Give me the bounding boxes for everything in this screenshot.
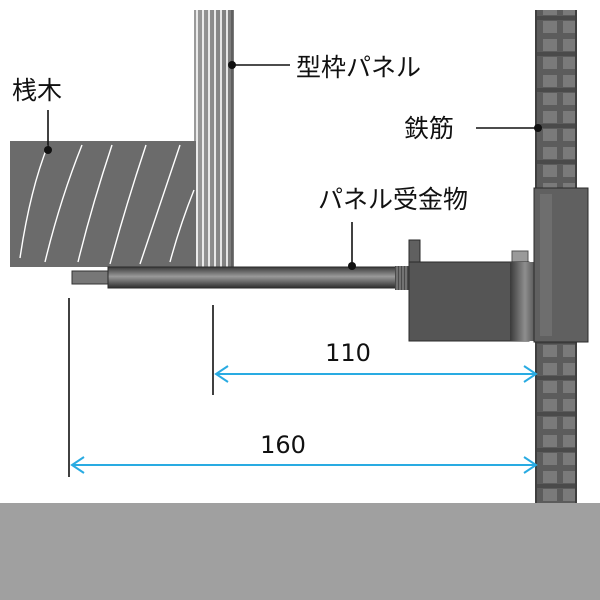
leader-katawaku (228, 61, 290, 69)
formwork-panel (194, 10, 234, 267)
leader-sanki (44, 110, 52, 154)
leader-tekkin (476, 124, 542, 132)
label-sanki: 桟木 (12, 76, 62, 105)
dimension-110-label: 110 (325, 339, 371, 367)
panel-bracket (71, 187, 589, 343)
dimension-110 (214, 365, 538, 383)
dimension-160 (70, 456, 538, 474)
wood-batten (10, 141, 196, 267)
dimension-160-label: 160 (260, 431, 306, 459)
label-katawaku-panel: 型枠パネル (296, 53, 421, 82)
label-panel-ukekanamono: パネル受金物 (318, 185, 468, 214)
label-tekkin: 鉄筋 (404, 114, 454, 143)
leader-kanamono (348, 222, 356, 270)
ground-slab (0, 503, 600, 600)
